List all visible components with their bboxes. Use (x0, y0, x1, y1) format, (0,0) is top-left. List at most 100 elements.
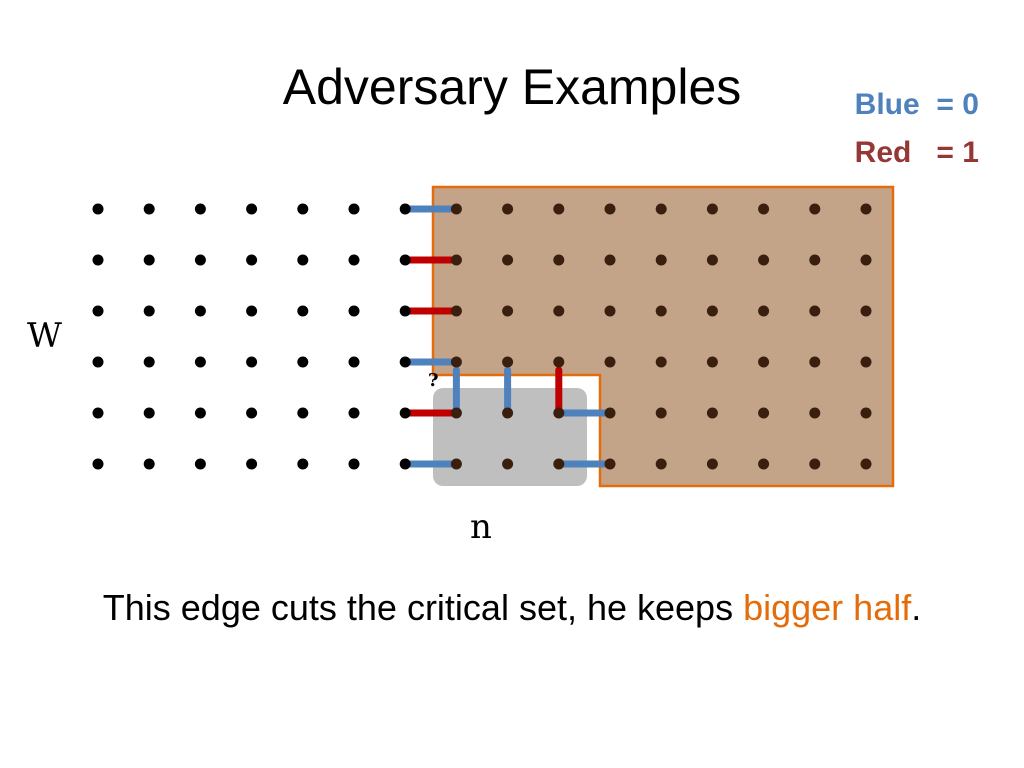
grid-dot (604, 407, 616, 419)
grid-dot (143, 458, 155, 470)
grid-dot (450, 407, 462, 419)
grid-dot (860, 254, 872, 266)
caption: This edge cuts the critical set, he keep… (0, 586, 1024, 629)
critical-set-region (433, 388, 587, 486)
grid-dot (553, 356, 565, 368)
grid-dot (348, 458, 360, 470)
grid-dot (655, 254, 667, 266)
legend-red-value: = 1 (936, 136, 979, 169)
grid-dot (297, 407, 309, 419)
grid-dot (706, 254, 718, 266)
legend-blue: Blue = 0 (838, 60, 979, 120)
rows-axis-label: W (27, 316, 62, 356)
grid-dot (706, 305, 718, 317)
cols-axis-label: n (470, 507, 492, 547)
grid-dot (860, 458, 872, 470)
grid-dot (92, 356, 104, 368)
grid-dot (194, 458, 206, 470)
grid-dot (194, 356, 206, 368)
grid-dot (92, 203, 104, 215)
grid-dot (809, 356, 821, 368)
grid-dot (706, 203, 718, 215)
grid-dot (450, 203, 462, 215)
grid-dot (450, 356, 462, 368)
grid-dot (553, 458, 565, 470)
grid-dot (706, 458, 718, 470)
grid-dot (399, 203, 411, 215)
grid-dot (553, 305, 565, 317)
grid-dot (450, 254, 462, 266)
grid-dot (297, 458, 309, 470)
grid-dot (502, 203, 514, 215)
grid-dot (502, 305, 514, 317)
grid-dot (502, 356, 514, 368)
grid-dot (399, 407, 411, 419)
grid-dot (246, 407, 258, 419)
grid-dot (194, 407, 206, 419)
grid-dot (297, 305, 309, 317)
grid-dot (143, 407, 155, 419)
grid-dot (297, 254, 309, 266)
grid-dot (604, 305, 616, 317)
grid-dot (860, 203, 872, 215)
grid-dot (860, 305, 872, 317)
grid-dot (604, 356, 616, 368)
grid-dot (553, 254, 565, 266)
grid-dot (450, 305, 462, 317)
legend-red-label: Red (854, 136, 912, 169)
grid-dot (758, 254, 770, 266)
grid-dot (143, 203, 155, 215)
grid-dot (758, 458, 770, 470)
grid-dot (860, 407, 872, 419)
grid-dot (348, 407, 360, 419)
grid-dot (143, 305, 155, 317)
unknown-edge-mark: ? (428, 370, 439, 391)
grid-dot (399, 356, 411, 368)
grid-dot (553, 203, 565, 215)
grid-dot (809, 203, 821, 215)
grid-dot (297, 203, 309, 215)
grid-dot (758, 305, 770, 317)
grid-dot (92, 254, 104, 266)
grid-dot (92, 458, 104, 470)
grid-dot (194, 305, 206, 317)
grid-dot (143, 254, 155, 266)
grid-dot (246, 305, 258, 317)
grid-dot (348, 254, 360, 266)
grid-dot (758, 203, 770, 215)
grid-dot (92, 407, 104, 419)
grid-dot (348, 203, 360, 215)
legend-blue-label: Blue (854, 88, 920, 121)
grid-dot (553, 407, 565, 419)
grid-dot (348, 305, 360, 317)
grid-dot (399, 458, 411, 470)
grid-dot (706, 356, 718, 368)
grid-dot (758, 407, 770, 419)
grid-dot (655, 356, 667, 368)
grid-dot (706, 407, 718, 419)
caption-end: . (911, 587, 922, 628)
grid-dot (655, 305, 667, 317)
grid-dot (655, 203, 667, 215)
grid-dot (246, 254, 258, 266)
grid-dot (502, 458, 514, 470)
grid-dot (399, 305, 411, 317)
caption-text: This edge cuts the critical set, he keep… (102, 587, 744, 628)
grid-dot (809, 305, 821, 317)
grid-dot (246, 203, 258, 215)
grid-dot (655, 407, 667, 419)
grid-dot (758, 356, 770, 368)
grid-dot (809, 458, 821, 470)
caption-highlight: bigger half (743, 587, 912, 628)
grid-dot (502, 254, 514, 266)
grid-dot (246, 356, 258, 368)
grid-dot (399, 254, 411, 266)
slide-title: Adversary Examples (282, 59, 742, 115)
adversary-region (431, 185, 895, 488)
grid-dot (604, 254, 616, 266)
grid-dot (348, 356, 360, 368)
grid-dot (860, 356, 872, 368)
grid-dot (450, 458, 462, 470)
grid-dot (194, 254, 206, 266)
